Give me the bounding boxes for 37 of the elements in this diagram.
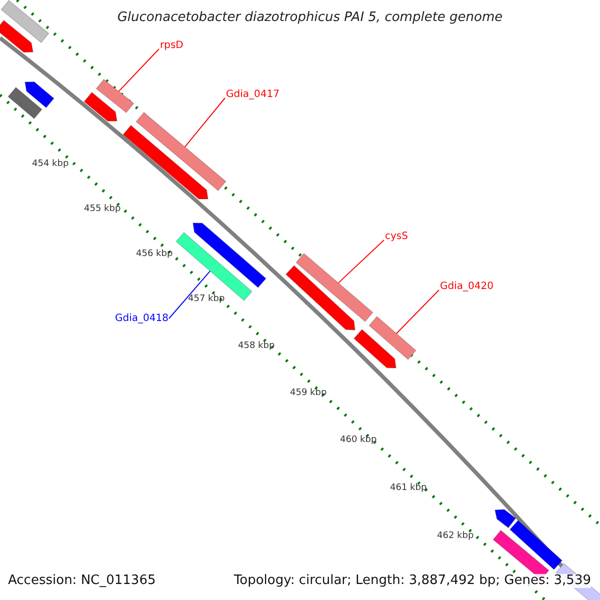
gene-bar xyxy=(135,112,227,192)
gene-bar xyxy=(83,92,118,122)
title: Gluconacetobacter diazotrophicus PAI 5, complete genome xyxy=(116,11,504,26)
gene-bar xyxy=(353,328,397,369)
gene-bar xyxy=(0,0,50,44)
gene-bar xyxy=(175,232,253,302)
gene-bar xyxy=(7,86,43,120)
leader-line xyxy=(184,98,226,148)
gene-label: Gdia_0418 xyxy=(115,313,168,324)
tick-label: 460 kbp xyxy=(340,436,377,446)
gene-label: rpsD xyxy=(160,40,184,51)
leader-line xyxy=(396,290,440,334)
gene-bar xyxy=(285,264,356,331)
tick-label: 457 kbp xyxy=(188,295,225,305)
tick-label: 458 kbp xyxy=(238,342,275,352)
tick-label: 455 kbp xyxy=(84,205,121,215)
gene-bar xyxy=(295,252,374,322)
leader-line xyxy=(168,270,211,319)
gene-label: Gdia_0417 xyxy=(226,89,280,100)
gene-bar xyxy=(24,81,55,108)
gene-bar xyxy=(96,78,134,114)
tick-label: 456 kbp xyxy=(136,250,173,260)
gene-bar xyxy=(509,520,563,570)
footer-text: Accession: NC_011365 xyxy=(8,574,156,588)
tick-label: 454 kbp xyxy=(32,160,69,170)
footer-text: Topology: circular; Length: 3,887,492 bp; Genes: 3,539 xyxy=(234,574,591,588)
gene-label: Gdia_0420 xyxy=(440,281,494,292)
tick-label: 461 kbp xyxy=(390,484,427,494)
gene-bar xyxy=(122,124,209,200)
tick-label: 459 kbp xyxy=(290,389,327,399)
gene-bar xyxy=(192,222,267,288)
gene-bar xyxy=(0,20,34,53)
leader-line xyxy=(118,48,160,92)
leader-line xyxy=(338,240,384,284)
gene-bar xyxy=(368,316,417,360)
tick-label: 462 kbp xyxy=(437,532,474,542)
gene-label: cysS xyxy=(385,231,408,242)
